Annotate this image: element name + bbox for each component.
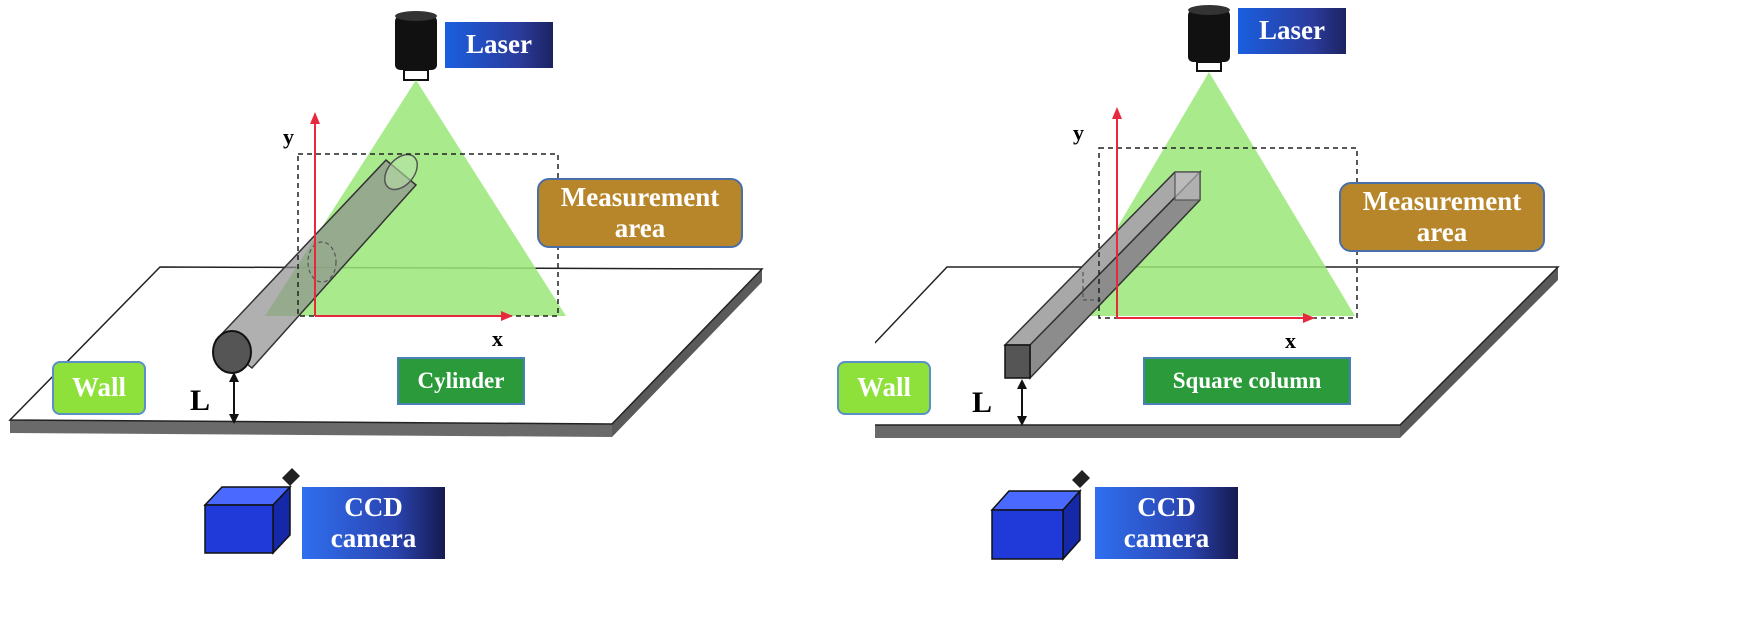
gap-length-label: L bbox=[972, 386, 993, 419]
y-axis-label: y bbox=[283, 124, 294, 149]
x-axis-label: x bbox=[1285, 328, 1296, 353]
square-column-setup-drawing bbox=[875, 5, 1560, 561]
laser-head-icon bbox=[395, 11, 437, 81]
ccd-camera-icon bbox=[990, 470, 1090, 561]
laser-label: Laser bbox=[445, 22, 553, 68]
coordinate-axes bbox=[1112, 107, 1315, 323]
laser-label: Laser bbox=[1238, 8, 1346, 54]
wall-plate-side-edge bbox=[1400, 267, 1558, 438]
wall-label-right: Wall bbox=[837, 361, 931, 415]
wall-plate-bottom-edge bbox=[10, 420, 612, 437]
laser-head-icon bbox=[1188, 5, 1230, 72]
gap-dimension-arrow bbox=[229, 372, 239, 424]
coordinate-axes bbox=[310, 112, 513, 321]
object-label: Cylinder bbox=[397, 357, 525, 405]
wall-label: Wall bbox=[52, 361, 146, 415]
wall-plate-side-edge bbox=[612, 269, 762, 437]
wall-plate-bottom-edge bbox=[875, 425, 1400, 438]
gap-dimension-arrow bbox=[1017, 379, 1027, 426]
ccd-camera-icon bbox=[203, 468, 300, 555]
x-axis-label: x bbox=[492, 326, 503, 351]
y-axis-label: y bbox=[1073, 120, 1084, 145]
object-label: Square column bbox=[1143, 357, 1351, 405]
square-column-object bbox=[1003, 170, 1202, 380]
gap-length-label: L bbox=[190, 384, 211, 417]
